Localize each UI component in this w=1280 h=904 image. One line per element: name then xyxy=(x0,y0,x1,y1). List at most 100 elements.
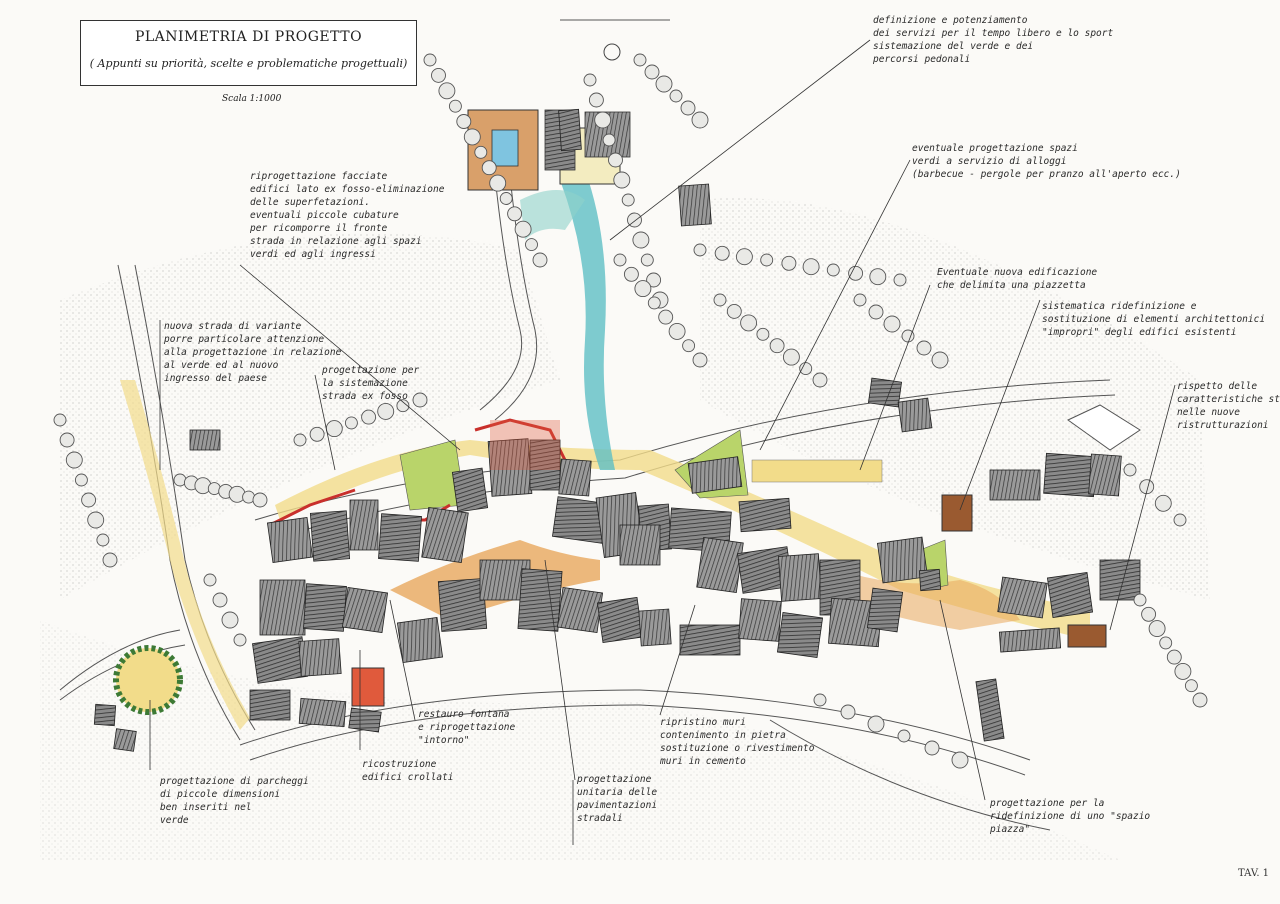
tree xyxy=(655,75,673,93)
tree xyxy=(713,293,727,307)
building xyxy=(517,568,563,632)
tree xyxy=(726,303,742,319)
annotation-piazza: progettazione per la ridefinizione di un… xyxy=(990,798,1151,835)
annotation-parcheggi: progettazione di parcheggi di piccole di… xyxy=(160,776,309,826)
tree xyxy=(692,352,708,368)
building xyxy=(596,596,644,644)
annotation-muri: ripristino muri contenimento in pietra s… xyxy=(660,717,815,767)
tree xyxy=(1148,620,1166,638)
tree xyxy=(951,751,969,769)
building xyxy=(998,627,1062,653)
tree xyxy=(309,426,325,442)
tree xyxy=(489,174,507,192)
tree xyxy=(412,392,428,408)
tree xyxy=(53,413,67,427)
tree xyxy=(361,409,377,425)
tree xyxy=(203,573,217,587)
tree xyxy=(840,704,856,720)
annotation-fontana: restauro fontana e riprogettazione "into… xyxy=(418,709,516,746)
tree xyxy=(252,492,268,508)
tree xyxy=(740,314,758,332)
building xyxy=(975,678,1005,742)
tree xyxy=(623,266,639,282)
building xyxy=(189,429,221,451)
tree xyxy=(867,715,885,733)
building xyxy=(738,497,792,533)
tree xyxy=(893,273,907,287)
tree xyxy=(96,533,110,547)
tree xyxy=(583,73,597,87)
building xyxy=(303,583,347,632)
sheet-number: TAV. 1 xyxy=(1238,868,1270,879)
building xyxy=(421,507,469,563)
tree xyxy=(756,327,770,341)
tree xyxy=(65,451,83,469)
tree xyxy=(680,100,696,116)
tree xyxy=(869,268,887,286)
building xyxy=(1099,559,1141,601)
tree xyxy=(423,53,437,67)
tree xyxy=(1154,494,1172,512)
tree xyxy=(813,693,827,707)
tree xyxy=(633,53,647,67)
building xyxy=(298,638,342,677)
tree xyxy=(1166,649,1182,665)
tree xyxy=(897,729,911,743)
tree xyxy=(228,485,246,503)
tree xyxy=(1192,692,1208,708)
tree xyxy=(499,192,513,205)
tree xyxy=(87,511,105,529)
plan-title: PLANIMETRIA DI PROGETTO xyxy=(134,29,363,45)
annotation-ricostruzione: ricostruzione edifici crollati xyxy=(362,759,454,783)
special-buildings xyxy=(351,404,1141,707)
tree xyxy=(634,280,652,298)
tree xyxy=(448,99,462,113)
tree xyxy=(714,245,730,261)
tree xyxy=(438,82,456,100)
tree xyxy=(377,402,395,420)
tree xyxy=(474,145,488,159)
tree xyxy=(853,293,867,307)
building xyxy=(738,598,782,642)
tree xyxy=(799,362,813,376)
building xyxy=(897,397,933,433)
scale-label: Scala 1:1000 xyxy=(222,94,282,104)
tree xyxy=(868,304,884,320)
tree xyxy=(632,231,650,249)
building xyxy=(113,728,137,752)
tree xyxy=(782,348,800,366)
tree xyxy=(293,433,307,447)
tree xyxy=(325,420,343,438)
buildings xyxy=(93,108,1141,752)
building xyxy=(619,524,661,566)
tree xyxy=(781,255,797,271)
tree xyxy=(514,220,532,238)
tree xyxy=(233,633,247,647)
building xyxy=(451,467,489,513)
tree xyxy=(668,322,686,340)
building xyxy=(918,568,942,592)
plan-subtitle: ( Appunti su priorità, scelte e problema… xyxy=(89,57,408,70)
building xyxy=(989,469,1041,501)
building xyxy=(396,616,444,664)
tree xyxy=(1141,606,1157,622)
building xyxy=(696,537,744,593)
tree xyxy=(344,416,358,430)
tree xyxy=(1133,593,1147,607)
leader-lines xyxy=(149,39,1176,845)
tree xyxy=(621,193,635,207)
building xyxy=(556,586,604,634)
annotation-spazi-verdi: eventuale progettazione spazi verdi a se… xyxy=(912,143,1181,180)
building xyxy=(1043,452,1097,498)
building xyxy=(778,553,822,602)
building xyxy=(298,698,347,727)
tree xyxy=(212,592,228,608)
building xyxy=(249,689,291,721)
annotation-pavimentazioni: progettazione unitaria delle pavimentazi… xyxy=(577,774,658,824)
tree xyxy=(647,296,661,310)
tree xyxy=(1173,513,1187,527)
building xyxy=(349,499,379,551)
building xyxy=(687,456,743,494)
title-block: PLANIMETRIA DI PROGETTO ( Appunti su pri… xyxy=(80,20,417,86)
sport-facilities xyxy=(467,19,670,191)
